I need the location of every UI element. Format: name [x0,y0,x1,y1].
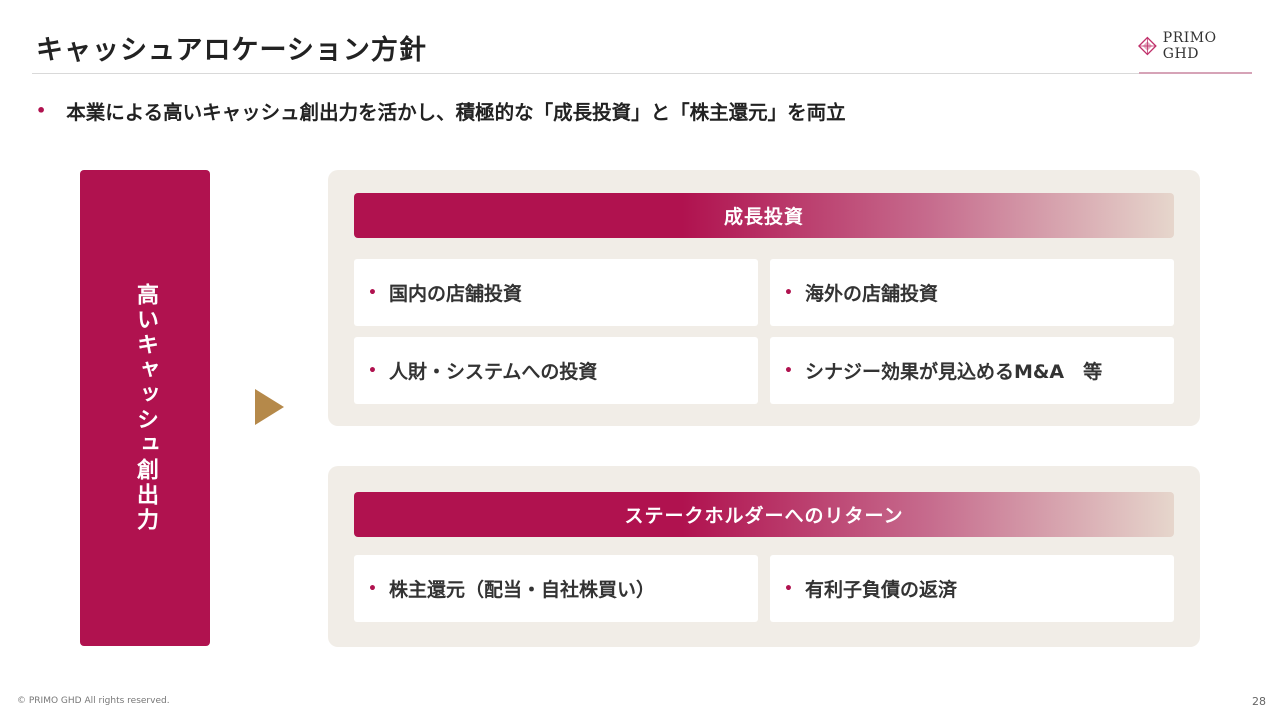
list-item: • 人財・システムへの投資 [354,337,758,404]
page-number: 28 [1252,695,1266,708]
list-item: • 海外の店舗投資 [770,259,1174,326]
logo-text: PRIMO GHD [1162,30,1217,62]
list-item: • シナジー効果が見込めるM&A 等 [770,337,1174,404]
cash-generation-box: 高いキャッシュ創出力 [80,170,210,646]
list-item-label: シナジー効果が見込めるM&A 等 [804,361,1103,383]
bullet-icon: • [36,101,47,120]
title-divider [32,73,1250,74]
list-item-label: 国内の店舗投資 [388,283,522,305]
growth-investment-panel: 成長投資 • 国内の店舗投資 • 海外の店舗投資 • 人財・システムへの投資 •… [328,170,1200,426]
page-title: キャッシュアロケーション方針 [36,35,427,66]
list-item: • 株主還元（配当・自社株買い） [354,555,758,622]
lead-statement: • 本業による高いキャッシュ創出力を活かし、積極的な「成長投資」と「株主還元」を… [36,96,846,125]
bullet-icon: • [784,580,793,597]
diamond-logo-icon [1138,36,1157,56]
growth-investment-title: 成長投資 [723,206,804,228]
list-item-label: 有利子負債の返済 [804,579,957,601]
list-item: • 有利子負債の返済 [770,555,1174,622]
logo-underline [1139,72,1252,74]
growth-investment-header: 成長投資 [354,193,1174,238]
stakeholder-return-panel: ステークホルダーへのリターン • 株主還元（配当・自社株買い） • 有利子負債の… [328,466,1200,647]
triangle-right-icon [255,389,284,425]
list-item-label: 人財・システムへの投資 [388,361,598,383]
bullet-icon: • [368,284,377,301]
bullet-icon: • [784,284,793,301]
list-item: • 国内の店舗投資 [354,259,758,326]
stakeholder-return-header: ステークホルダーへのリターン [354,492,1174,537]
cash-generation-label: 高いキャッシュ創出力 [133,283,158,533]
bullet-icon: • [368,362,377,379]
bullet-icon: • [368,580,377,597]
brand-logo: PRIMO GHD [1138,30,1252,62]
lead-text: 本業による高いキャッシュ創出力を活かし、積極的な「成長投資」と「株主還元」を両立 [66,101,846,124]
bullet-icon: • [784,362,793,379]
copyright-notice: © PRIMO GHD All rights reserved. [17,696,170,706]
list-item-label: 海外の店舗投資 [804,283,938,305]
stakeholder-return-title: ステークホルダーへのリターン [624,505,904,527]
list-item-label: 株主還元（配当・自社株買い） [388,579,655,601]
